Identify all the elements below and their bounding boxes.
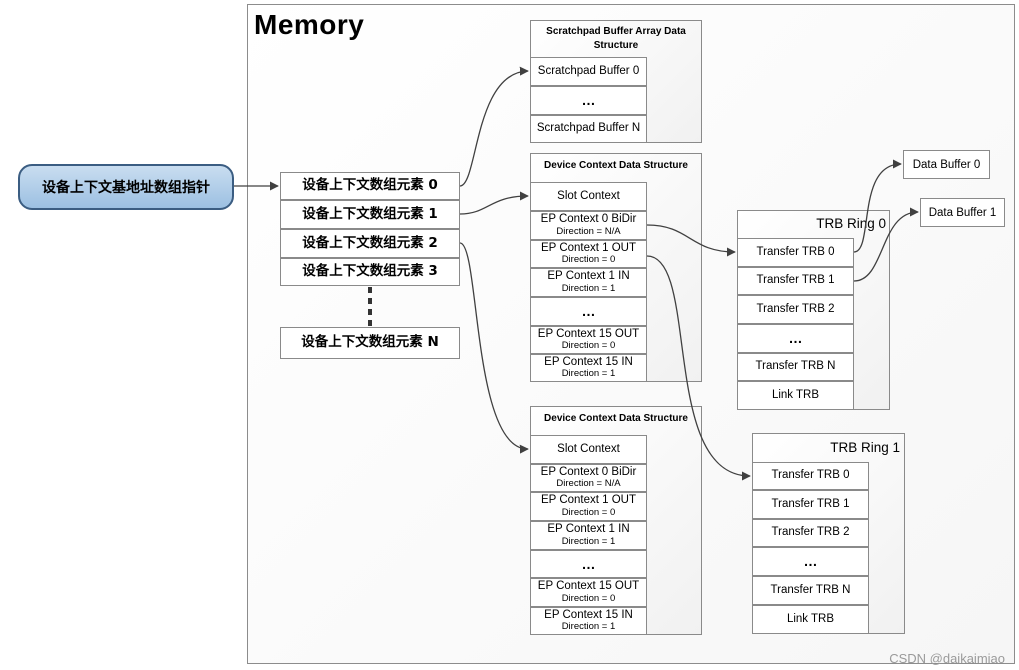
dc0-ellipsis: … bbox=[530, 297, 647, 326]
device-context-1-title: Device Context Data Structure bbox=[544, 413, 688, 424]
data-buffer-0: Data Buffer 0 bbox=[903, 150, 990, 179]
ring1-ellipsis: … bbox=[752, 547, 869, 576]
array-element-3: 设备上下文数组元素 3 bbox=[280, 258, 460, 286]
device-context-0-title: Device Context Data Structure bbox=[544, 160, 688, 171]
arrow-element-1-to-device-context-0 bbox=[459, 191, 529, 215]
array-element-0: 设备上下文数组元素 0 bbox=[280, 172, 460, 200]
arrow-ep0-to-trb-ring-0 bbox=[646, 224, 736, 257]
base-address-array-pointer: 设备上下文基地址数组指针 bbox=[18, 164, 234, 210]
array-element-2: 设备上下文数组元素 2 bbox=[280, 229, 460, 258]
ring0-transfer-trb-2: Transfer TRB 2 bbox=[737, 295, 854, 324]
scratchpad-array-title: Scratchpad Buffer Array Data Structure bbox=[546, 26, 686, 51]
ring1-transfer-trb-2: Transfer TRB 2 bbox=[752, 519, 869, 547]
data-buffer-1: Data Buffer 1 bbox=[920, 198, 1005, 227]
scratchpad-buffer-0: Scratchpad Buffer 0 bbox=[530, 57, 647, 86]
ring1-transfer-trb-0: Transfer TRB 0 bbox=[752, 462, 869, 490]
arrow-ep1out-to-trb-ring-1 bbox=[646, 255, 751, 481]
ring1-link-trb: Link TRB bbox=[752, 605, 869, 634]
arrow-element-0-to-scratchpad bbox=[459, 66, 529, 187]
ring0-transfer-trb-n: Transfer TRB N bbox=[737, 353, 854, 381]
array-element-n: 设备上下文数组元素 N bbox=[280, 327, 460, 359]
ring0-transfer-trb-0: Transfer TRB 0 bbox=[737, 238, 854, 267]
dc1-slot-context: Slot Context bbox=[530, 435, 647, 464]
dc0-slot-context: Slot Context bbox=[530, 182, 647, 211]
scratchpad-buffer-n: Scratchpad Buffer N bbox=[530, 115, 647, 143]
ring0-link-trb: Link TRB bbox=[737, 381, 854, 410]
trb-ring-0-title: TRB Ring 0 bbox=[816, 216, 886, 231]
ring1-transfer-trb-n: Transfer TRB N bbox=[752, 576, 869, 605]
trb-ring-1-title: TRB Ring 1 bbox=[830, 440, 900, 455]
arrow-trb1-to-data-buffer-1 bbox=[853, 207, 919, 282]
watermark: CSDN @daikaimiao bbox=[889, 651, 1005, 666]
scratchpad-ellipsis: … bbox=[530, 86, 647, 115]
arrow-trb0-to-data-buffer-0 bbox=[853, 159, 902, 253]
arrow-element-2-to-device-context-1 bbox=[459, 242, 529, 454]
memory-title: Memory bbox=[254, 9, 365, 40]
dc1-ellipsis: … bbox=[530, 550, 647, 578]
array-element-1: 设备上下文数组元素 1 bbox=[280, 200, 460, 229]
ring0-transfer-trb-1: Transfer TRB 1 bbox=[737, 267, 854, 295]
ring0-ellipsis: … bbox=[737, 324, 854, 353]
ring1-transfer-trb-1: Transfer TRB 1 bbox=[752, 490, 869, 519]
